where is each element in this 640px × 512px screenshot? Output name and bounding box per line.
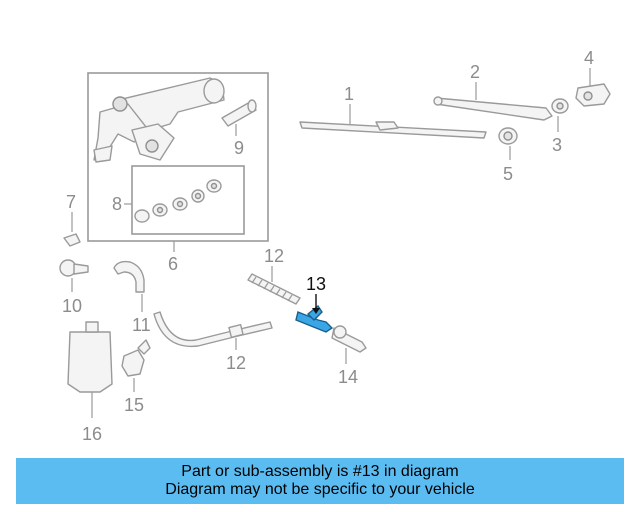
part-12-corrugated-hose[interactable]: [247, 273, 301, 305]
part-8-grommets[interactable]: [134, 179, 222, 223]
callout-12b: 12: [226, 353, 246, 373]
part-5-grommet[interactable]: [498, 127, 518, 145]
part-4-cap[interactable]: [575, 83, 611, 107]
part-12-hose-long[interactable]: [153, 311, 273, 348]
banner-line-1: Part or sub-assembly is #13 in diagram: [181, 463, 459, 480]
wiper-motor[interactable]: [93, 77, 225, 163]
callout-4: 4: [584, 48, 594, 68]
part-14-connector[interactable]: [331, 325, 367, 353]
callout-16: 16: [82, 424, 102, 444]
part-1-wiper-blade[interactable]: [299, 121, 487, 139]
callout-11: 11: [132, 315, 151, 335]
callout-2: 2: [470, 62, 480, 82]
part-9-bolt[interactable]: [221, 99, 257, 127]
part-2-wiper-arm[interactable]: [433, 96, 553, 121]
grommet-kit-box: [131, 165, 245, 235]
callout-8: 8: [112, 194, 122, 214]
part-3-nut[interactable]: [551, 98, 569, 114]
motor-assembly-box: [87, 72, 269, 242]
callout-10: 10: [62, 296, 82, 316]
callout-5: 5: [503, 164, 513, 184]
info-banner: Part or sub-assembly is #13 in diagram D…: [16, 458, 624, 504]
callout-1: 1: [344, 84, 354, 104]
part-16-reservoir[interactable]: [67, 321, 113, 393]
callout-6: 6: [168, 254, 178, 274]
part-15-pump[interactable]: [121, 339, 151, 377]
callout-3: 3: [552, 135, 562, 155]
part-11-hose[interactable]: [113, 260, 145, 293]
callout-15: 15: [124, 395, 144, 415]
callout-9: 9: [234, 138, 244, 158]
callout-7: 7: [66, 192, 76, 212]
callout-13: 13: [306, 274, 326, 294]
callout-14: 14: [338, 367, 358, 387]
banner-line-2: Diagram may not be specific to your vehi…: [165, 481, 475, 498]
callout-12a: 12: [264, 246, 284, 266]
part-10-connector[interactable]: [59, 259, 89, 277]
part-7-clip[interactable]: [63, 233, 81, 247]
